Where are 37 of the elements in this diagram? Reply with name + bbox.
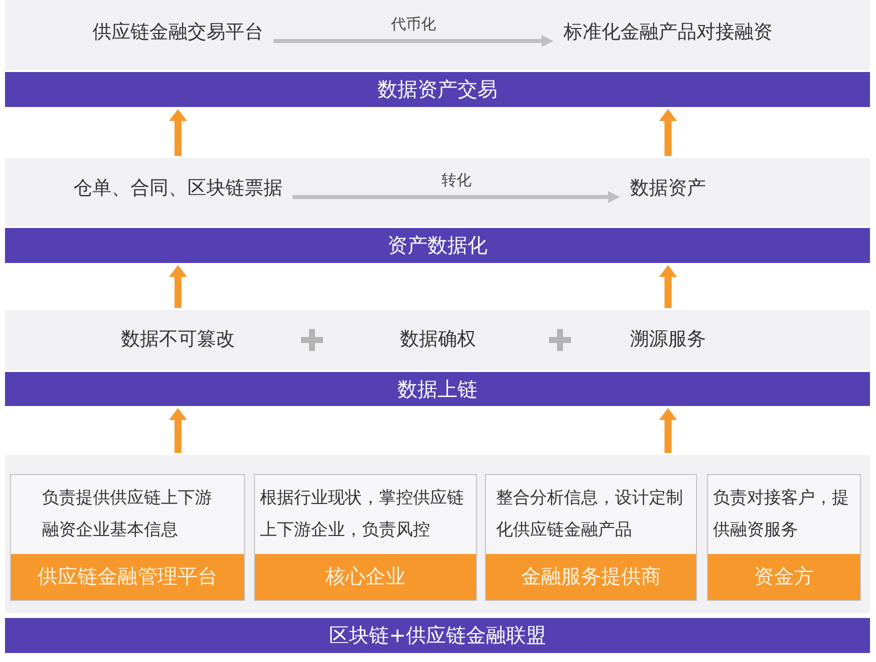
role-title-bar: 资金方 — [708, 554, 860, 600]
edge-label: 代币化 — [389, 15, 438, 33]
arrow — [659, 109, 677, 156]
arrow — [659, 408, 677, 453]
layer-band: 数据上链 — [5, 372, 870, 406]
role-card — [254, 474, 477, 601]
arrow — [169, 265, 187, 308]
item-label: 溯源服务 — [630, 328, 706, 352]
layer-panel — [5, 455, 870, 613]
edge-label: 转化 — [439, 171, 474, 189]
layer-band: 区块链+供应链金融联盟 — [5, 618, 870, 653]
description-text: 根据行业现状，掌控供应链上下游企业，负责风控 — [260, 487, 465, 542]
item-label: 数据资产 — [630, 177, 706, 201]
role-title-bar: 金融服务提供商 — [486, 554, 696, 600]
arrow — [169, 109, 187, 156]
arrow — [659, 265, 677, 308]
arrow — [274, 35, 554, 47]
layer-panel — [5, 158, 870, 226]
arrow — [292, 191, 620, 203]
description-text: 负责对接客户，提供融资服务 — [713, 487, 850, 542]
item-label: 数据不可篡改 — [121, 328, 235, 352]
arrow — [169, 408, 187, 453]
role-title-bar: 供应链金融管理平台 — [11, 554, 244, 600]
layer-band: 数据资产交易 — [5, 72, 870, 107]
role-card — [707, 474, 861, 601]
layer-panel — [5, 310, 870, 370]
role-card — [10, 474, 245, 601]
layer-panel — [5, 0, 870, 70]
layer-band: 资产数据化 — [5, 228, 870, 263]
item-label: 仓单、合同、区块链票据 — [74, 177, 282, 201]
item-label: 供应链金融交易平台 — [92, 21, 264, 45]
role-card — [485, 474, 697, 601]
role-title-bar: 核心企业 — [255, 554, 476, 600]
description-text: 负责提供供应链上下游融资企业基本信息 — [42, 487, 213, 542]
description-text: 整合分析信息，设计定制化供应链金融产品 — [496, 487, 684, 542]
item-label: 标准化金融产品对接融资 — [564, 21, 772, 45]
item-label: 数据确权 — [400, 328, 476, 352]
